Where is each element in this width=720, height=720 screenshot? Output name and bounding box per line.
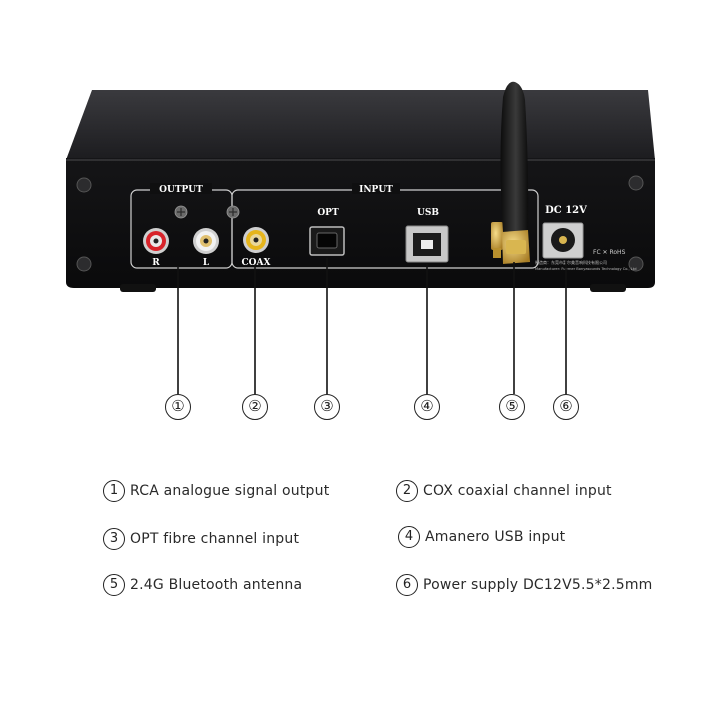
- callout-number-4: ④: [414, 394, 440, 420]
- manufacturer-line-en: Manufacturer: Fuerner Bonyasounds Techno…: [535, 267, 636, 271]
- foot-right: [590, 284, 626, 292]
- dc-power-jack: [542, 222, 584, 259]
- legend-number-5: 5: [103, 574, 125, 596]
- rca-right-label: R: [152, 258, 160, 268]
- input-label: INPUT: [359, 185, 393, 195]
- certification-marks: FC ✕ RoHS: [593, 249, 626, 256]
- legend-number-3: 3: [103, 528, 125, 550]
- callout-number-3: ③: [314, 394, 340, 420]
- callout-number-6: ⑥: [553, 394, 579, 420]
- legend-item-2: 2 COX coaxial channel input: [396, 480, 612, 502]
- coax-jack: [243, 227, 269, 253]
- coax-label: COAX: [242, 258, 271, 268]
- screw-icon: [76, 175, 644, 272]
- legend-item-4: 4 Amanero USB input: [398, 526, 565, 548]
- rca-right-jack: [143, 228, 169, 254]
- usb-label: USB: [417, 208, 439, 218]
- callout-number-2: ②: [242, 394, 268, 420]
- legend-item-5: 5 2.4G Bluetooth antenna: [103, 574, 302, 596]
- legend-number-2: 2: [396, 480, 418, 502]
- dc-label: DC 12V: [545, 205, 587, 216]
- rca-left-jack: [193, 228, 219, 254]
- legend-text-1: RCA analogue signal output: [130, 483, 330, 499]
- legend-number-1: 1: [103, 480, 125, 502]
- rca-left-label: L: [203, 258, 210, 268]
- antenna-connector: [491, 222, 503, 258]
- legend-text-6: Power supply DC12V5.5*2.5mm: [423, 577, 653, 593]
- legend-text-2: COX coaxial channel input: [423, 483, 612, 499]
- opt-label: OPT: [317, 208, 339, 218]
- legend-item-3: 3 OPT fibre channel input: [103, 528, 299, 550]
- callout-number-5: ⑤: [499, 394, 525, 420]
- dac-rear-panel-photo: OUTPUT INPUT R L COAX OPT US: [66, 81, 655, 292]
- callout-number-1: ①: [165, 394, 191, 420]
- legend-item-1: 1 RCA analogue signal output: [103, 480, 329, 502]
- manufacturer-line-cn: 制造商：东莞市富尔美音响科技有限公司: [535, 259, 607, 265]
- foot-left: [120, 284, 156, 292]
- bluetooth-antenna: [500, 81, 530, 264]
- legend-item-6: 6 Power supply DC12V5.5*2.5mm: [396, 574, 653, 596]
- legend-text-5: 2.4G Bluetooth antenna: [130, 577, 303, 593]
- legend-text-4: Amanero USB input: [425, 529, 566, 545]
- legend-number-4: 4: [398, 526, 420, 548]
- legend-number-6: 6: [396, 574, 418, 596]
- output-label: OUTPUT: [159, 185, 203, 195]
- callout-lines: [177, 258, 567, 394]
- optical-jack: [309, 226, 345, 256]
- legend-text-3: OPT fibre channel input: [130, 531, 300, 547]
- usb-b-jack: [405, 225, 449, 263]
